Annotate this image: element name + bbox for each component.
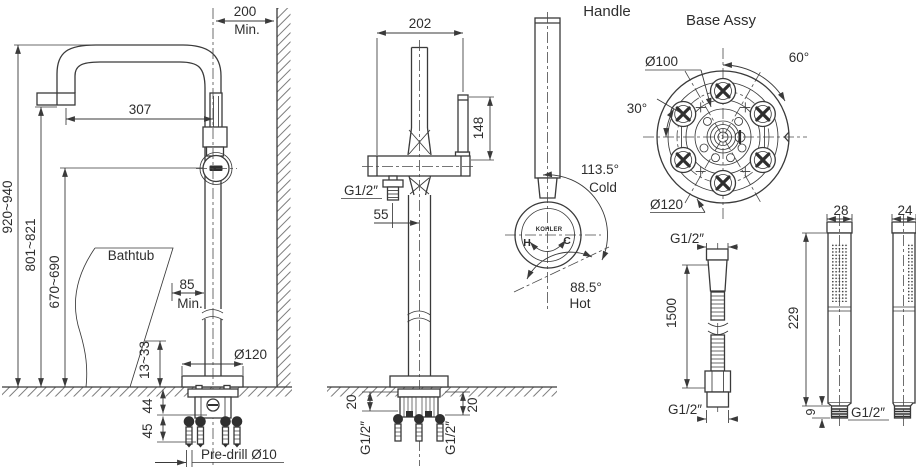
- cold-angle: 113.5°: [581, 162, 619, 177]
- dim-depth: 202: [409, 16, 432, 31]
- spray-face-side: [908, 243, 913, 302]
- hose-dimensions: G1/2″ 1500 G1/2″: [664, 231, 738, 423]
- wall-section: [276, 8, 291, 387]
- front-dimensions: 200 Min. 307 920~940 801~821 670~690 Bat…: [0, 4, 284, 467]
- base-flange: [656, 70, 790, 204]
- dim-rim-thickness: 13~33: [137, 341, 152, 379]
- hot-label: Hot: [569, 296, 590, 311]
- dim-rim-clearance: 85: [179, 277, 194, 292]
- mixing-arc: [529, 239, 567, 252]
- dim-rim-clearance-min: Min.: [177, 296, 203, 311]
- dim-handle-height: 670~690: [47, 256, 62, 309]
- diverter-front: [202, 92, 228, 157]
- anchor-assembly-side: [393, 388, 445, 442]
- bathtub-label: Bathtub: [108, 248, 155, 263]
- dim-body-length: 229: [786, 307, 801, 330]
- hot-angle: 88.5°: [570, 280, 602, 295]
- spray-face: [832, 243, 848, 302]
- hose-bottom-thread: G1/2″: [668, 402, 702, 417]
- cold-mark: C: [563, 235, 571, 247]
- hose-coil-lower: [710, 334, 726, 372]
- floor-section-side: [327, 386, 557, 397]
- handshower-side: [891, 215, 916, 426]
- pipe-break-front: [201, 309, 224, 321]
- right-thread-label: G1/2″: [443, 421, 458, 455]
- handshower-view: 28 24 229 9 G1/2″: [786, 203, 916, 428]
- base-screws: [670, 77, 776, 197]
- dim-outer-diameter: Ø120: [650, 197, 683, 212]
- anchor-bolts-front: [183, 416, 243, 448]
- dim-wall-offset: 200: [234, 4, 257, 19]
- dim-base-diameter: Ø120: [234, 347, 267, 362]
- base-center-port: [706, 120, 746, 154]
- dim-hose-length: 1500: [664, 298, 679, 328]
- handle-angle-dimensions: 113.5° Cold 88.5° Hot: [526, 162, 619, 311]
- dim-left-depth: 20: [344, 394, 359, 409]
- bathtub-outline: [75, 247, 174, 388]
- dim-handshower-height: 148: [471, 117, 486, 140]
- predrill-note: Pre-drill Ø10: [201, 447, 277, 462]
- side-dimensions: 202 148 G1/2″ 55 20 G1/2″ 20 G1/2″: [341, 16, 494, 455]
- hose-outline: [704, 248, 732, 408]
- dim-offset-angle: 30°: [627, 101, 647, 116]
- dim-bolt-circle: Ø100: [645, 54, 678, 69]
- front-view: 200 Min. 307 920~940 801~821 670~690 Bat…: [0, 4, 292, 467]
- dim-wall-offset-min: Min.: [234, 22, 260, 37]
- handshower-thread: G1/2″: [851, 405, 885, 420]
- floor-section-front: [2, 386, 292, 397]
- dim-head-width: 28: [833, 203, 848, 218]
- dim-overall-height: 920~940: [0, 181, 15, 234]
- side-view: 202 148 G1/2″ 55 20 G1/2″ 20 G1/2″: [327, 16, 557, 466]
- dim-head-depth: 24: [897, 203, 913, 218]
- dim-right-depth: 20: [465, 397, 480, 412]
- dim-outlet-offset: 55: [373, 207, 388, 222]
- base-title: Base Assy: [686, 12, 757, 29]
- handle-view: Handle KOHLER H C 113.5° Cold 88.5° Hot: [505, 3, 631, 311]
- dim-anchor-depth-1: 44: [140, 398, 155, 414]
- left-thread-label: G1/2″: [358, 421, 373, 455]
- outlet-thread-label: G1/2″: [344, 183, 378, 198]
- handshower-dimensions: 28 24 229 9 G1/2″: [786, 203, 916, 428]
- dim-spout-reach: 307: [129, 102, 152, 117]
- hot-mark: H: [523, 237, 531, 249]
- base-diagonal-2: [684, 70, 762, 204]
- faucet-side-outline: [367, 46, 471, 388]
- cold-label: Cold: [589, 180, 617, 195]
- dim-spout-height: 801~821: [23, 219, 38, 272]
- anchor-assembly-front: [183, 384, 243, 448]
- base-assy-view: Base Assy: [627, 12, 809, 222]
- brand-mark: KOHLER: [536, 227, 563, 233]
- handshower-front: [826, 215, 853, 426]
- hose-view: G1/2″ 1500 G1/2″: [664, 231, 738, 423]
- hose-coil-upper: [710, 291, 726, 321]
- hose-top-thread: G1/2″: [670, 231, 704, 246]
- base-dimensions: 60° 30° Ø100 Ø120: [627, 50, 809, 213]
- faucet-front-outline: [36, 44, 244, 388]
- pipe-break-side: [407, 310, 431, 323]
- dim-screw-angle: 60°: [789, 50, 809, 65]
- dim-tip-length: 9: [804, 408, 818, 415]
- dim-anchor-depth-2: 45: [140, 423, 155, 438]
- handle-title: Handle: [583, 3, 631, 20]
